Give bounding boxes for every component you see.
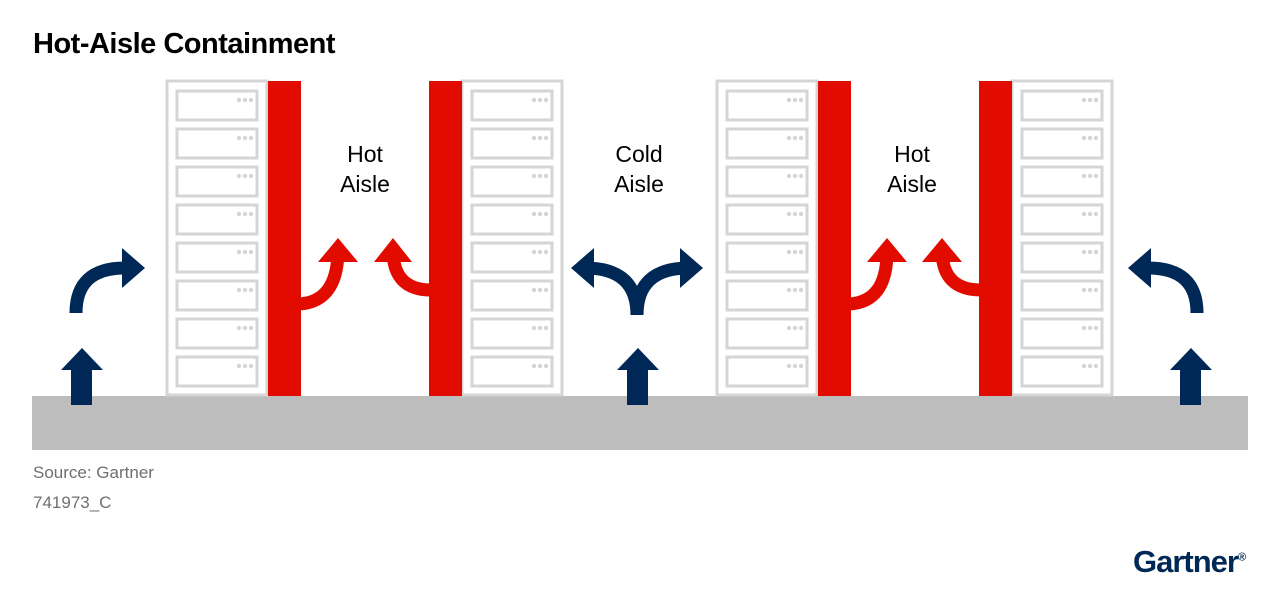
arrowhead-icon (571, 248, 594, 288)
logo-text: Gartner (1133, 544, 1239, 579)
server-rack-1 (165, 79, 269, 397)
arrowhead-icon (1128, 248, 1151, 288)
hot-aisle-label-2: Hot (894, 141, 930, 167)
arrowhead-icon (374, 238, 412, 262)
containment-wall-4 (979, 81, 1012, 396)
diagram-title: Hot-Aisle Containment (33, 28, 336, 60)
up-arrow-icon (61, 348, 103, 405)
up-arrow-icon (617, 348, 659, 405)
arrowhead-icon (680, 248, 703, 288)
server-rack-2 (460, 79, 564, 397)
hot-aisle-label-2-line2: Aisle (887, 171, 937, 197)
containment-wall-2 (429, 81, 462, 396)
gartner-logo: Gartner® (1133, 544, 1246, 580)
cold-air-curve-arrow-icon (69, 261, 126, 314)
up-arrow-icon (1170, 348, 1212, 405)
hot-aisle-label-1-line2: Aisle (340, 171, 390, 197)
arrowhead-icon (318, 238, 358, 262)
server-rack-3 (715, 79, 819, 397)
cold-air-curve-arrow-icon (1147, 261, 1204, 314)
arrowhead-icon (122, 248, 145, 288)
registered-mark-icon: ® (1237, 551, 1247, 564)
hot-aisle-label-1: Hot (347, 141, 383, 167)
cold-aisle-label-line2: Aisle (614, 171, 664, 197)
server-rack-4 (1010, 79, 1114, 397)
cold-aisle-label: Cold (615, 141, 662, 167)
document-id: 741973_C (33, 493, 112, 512)
containment-wall-1 (268, 81, 301, 396)
arrowhead-icon (922, 238, 962, 262)
source-note: Source: Gartner (33, 463, 154, 482)
arrowhead-icon (867, 238, 907, 262)
cold-air-split-arrow-icon (630, 261, 690, 316)
containment-wall-3 (818, 81, 851, 396)
